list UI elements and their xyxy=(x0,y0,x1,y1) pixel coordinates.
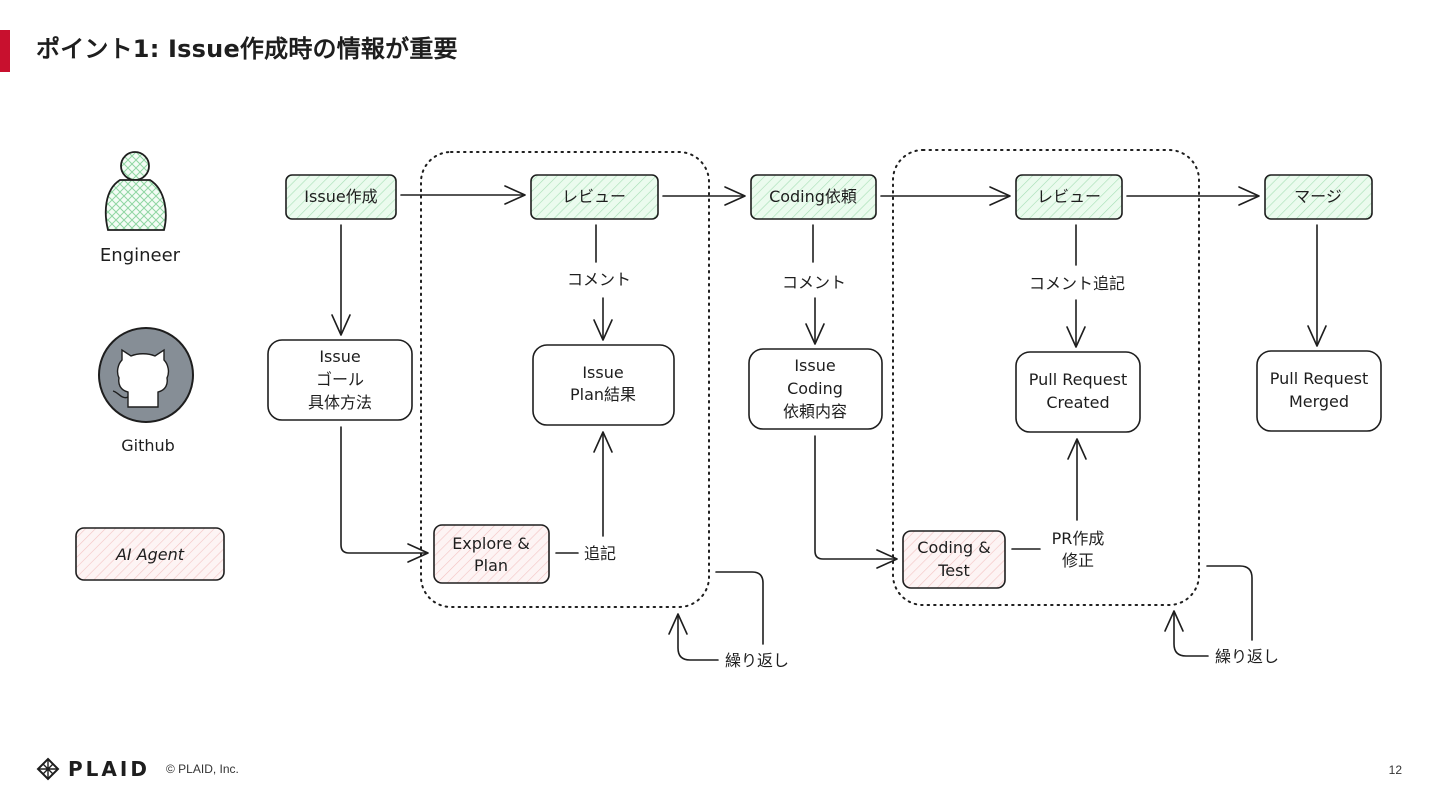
edge-label-append: 追記 xyxy=(584,544,616,563)
workflow-diagram: .ln { fill: none; stroke: #1e1e1e; strok… xyxy=(75,149,1382,670)
edge-label-repeat-1: 繰り返し xyxy=(725,651,789,670)
node-pr-created-line-2: Created xyxy=(1046,393,1109,412)
arrow-review-1-to-coding-request xyxy=(662,186,746,206)
arrow-issue-create-to-issue-goal xyxy=(331,224,351,336)
node-issue-coding-line-3: 依頼内容 xyxy=(783,402,847,421)
loop-group-coding xyxy=(892,149,1200,606)
arrow-coding-test-to-pr-created xyxy=(1011,438,1087,550)
edge-label-pr-fix-line-1: PR作成 xyxy=(1052,529,1105,548)
node-issue-create xyxy=(285,174,397,220)
node-pr-merged-line-1: Pull Request xyxy=(1270,369,1368,388)
node-review-2-label: レビュー xyxy=(1037,187,1101,206)
arrow-coding-request-to-issue-coding xyxy=(805,224,825,345)
node-review-1-label: レビュー xyxy=(562,187,626,206)
legend-engineer-label: Engineer xyxy=(100,245,181,266)
node-issue-plan xyxy=(532,344,675,426)
node-pr-merged xyxy=(1256,350,1382,432)
arrow-issue-coding-to-coding-test xyxy=(814,435,898,569)
copyright-text: © PLAID, Inc. xyxy=(166,762,239,776)
node-issue-coding-line-2: Coding xyxy=(787,379,843,398)
node-pr-created xyxy=(1015,351,1141,433)
node-coding-test xyxy=(902,530,1006,589)
arrow-coding-request-to-review-2 xyxy=(880,186,1011,206)
node-coding-request-label: Coding依頼 xyxy=(769,187,857,206)
page-title: ポイント1: Issue作成時の情報が重要 xyxy=(36,35,458,63)
node-explore-plan-line-2: Plan xyxy=(474,556,508,575)
edge-label-repeat-2: 繰り返し xyxy=(1215,647,1279,666)
node-issue-goal-line-2: ゴール xyxy=(316,370,364,389)
edge-label-comment-1: コメント xyxy=(567,270,631,289)
brand-name: PLAID xyxy=(68,757,150,781)
arrow-issue-goal-to-explore-plan xyxy=(340,426,429,563)
node-issue-goal-line-1: Issue xyxy=(319,347,360,366)
node-explore-plan xyxy=(433,524,550,584)
node-pr-merged-line-2: Merged xyxy=(1289,392,1349,411)
node-explore-plan-line-1: Explore & xyxy=(452,534,530,553)
arrow-review-1-to-issue-plan xyxy=(593,224,613,341)
node-merge-label: マージ xyxy=(1294,187,1342,206)
node-coding-test-line-2: Test xyxy=(937,561,970,580)
arrow-merge-to-pr-merged xyxy=(1307,224,1327,347)
node-issue-create-label: Issue作成 xyxy=(304,187,377,206)
node-issue-plan-line-2: Plan結果 xyxy=(570,385,636,404)
engineer-icon xyxy=(104,151,167,231)
page-number: 12 xyxy=(1388,763,1402,777)
arrow-review-2-to-merge xyxy=(1126,186,1260,206)
arrow-issue-create-to-review-1 xyxy=(400,185,526,205)
github-icon xyxy=(98,327,194,423)
edge-label-comment-append: コメント追記 xyxy=(1029,274,1125,293)
arrow-repeat-loop-2 xyxy=(1164,565,1253,657)
node-review-2 xyxy=(1015,174,1123,220)
plaid-logo-icon xyxy=(36,757,60,781)
node-merge xyxy=(1264,174,1373,220)
node-issue-coding xyxy=(748,348,883,430)
node-coding-request xyxy=(750,174,877,220)
arrow-repeat-loop-1 xyxy=(668,571,764,661)
edge-label-comment-2: コメント xyxy=(782,273,846,292)
legend-github-label: Github xyxy=(121,436,175,455)
node-issue-plan-line-1: Issue xyxy=(582,363,623,382)
legend-ai-agent-label: AI Agent xyxy=(115,545,185,564)
arrow-explore-plan-to-issue-plan xyxy=(555,431,613,554)
node-issue-goal-line-3: 具体方法 xyxy=(308,393,372,412)
edge-label-pr-fix-line-2: 修正 xyxy=(1062,551,1094,570)
arrow-review-2-to-pr-created xyxy=(1066,224,1086,348)
node-issue-goal xyxy=(267,339,413,421)
node-coding-test-line-1: Coding & xyxy=(917,538,990,557)
title-accent-bar xyxy=(0,30,10,72)
node-issue-coding-line-1: Issue xyxy=(794,356,835,375)
node-pr-created-line-1: Pull Request xyxy=(1029,370,1127,389)
node-review-1 xyxy=(530,174,659,220)
legend-ai-agent-box xyxy=(75,527,225,581)
footer-logo: PLAID xyxy=(36,757,150,781)
loop-group-plan xyxy=(420,151,710,608)
